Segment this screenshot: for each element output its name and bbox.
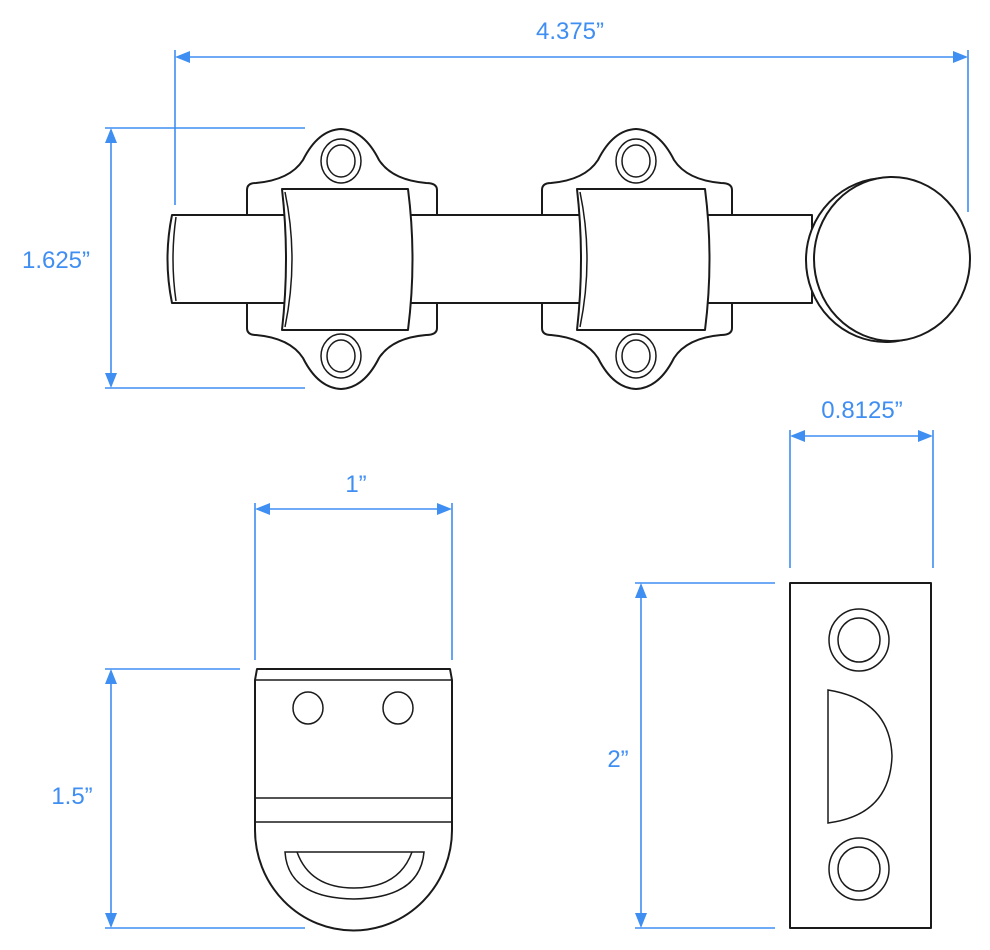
- dimension-keeper-width: 1”: [254, 471, 453, 660]
- keeper-drawing: [254, 668, 453, 932]
- bolt-rod: [166, 214, 813, 304]
- strike-hole: [828, 608, 890, 672]
- bracket-left: [246, 128, 438, 390]
- strike-height-label: 2”: [607, 746, 628, 773]
- dimension-overall-height: 1.625”: [22, 127, 305, 389]
- dimension-strike-height: 2”: [607, 582, 775, 929]
- overall-height-label: 1.625”: [22, 247, 90, 274]
- keeper-width-label: 1”: [345, 471, 366, 498]
- strike-recess: [827, 689, 893, 824]
- sleeve: [281, 188, 414, 331]
- keeper-height-label: 1.5”: [51, 783, 92, 810]
- keeper-slot: [284, 851, 425, 900]
- overall-length-label: 4.375”: [536, 18, 604, 45]
- keeper-hole: [292, 691, 324, 725]
- strike-plate-drawing: [789, 582, 932, 929]
- strike-width-label: 0.8125”: [821, 397, 902, 424]
- dimension-strike-width: 0.8125”: [789, 397, 934, 568]
- bracket-right: [541, 128, 733, 390]
- strike-hole: [828, 837, 890, 901]
- sleeve: [576, 188, 711, 331]
- surface-bolt-drawing: [166, 128, 971, 390]
- keeper-hole: [382, 691, 414, 725]
- dimension-keeper-height: 1.5”: [51, 668, 305, 929]
